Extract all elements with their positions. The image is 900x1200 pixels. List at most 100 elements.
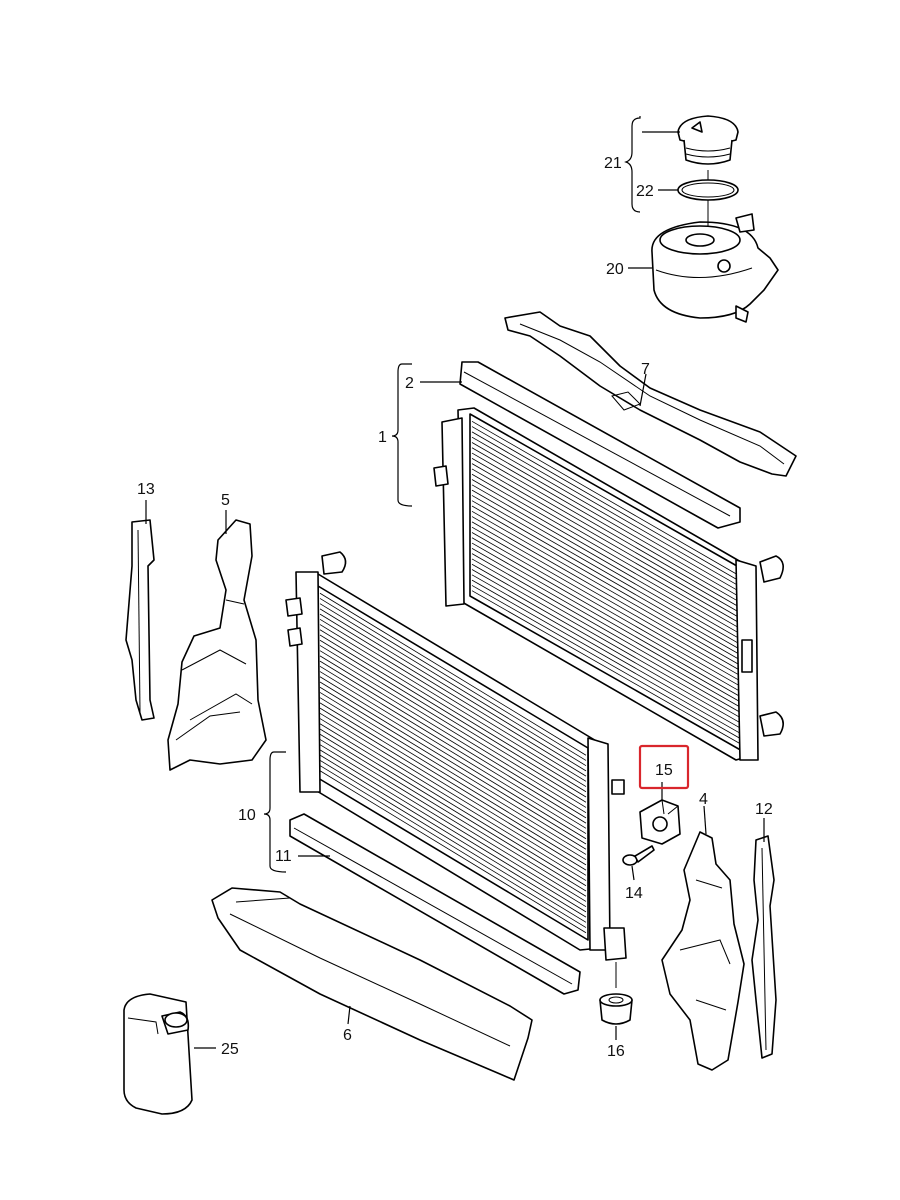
radiator-fin bbox=[471, 521, 743, 678]
radiator-fin bbox=[319, 629, 587, 793]
cap-seal-ring[interactable] bbox=[677, 179, 739, 201]
radiator-fin bbox=[471, 489, 743, 646]
seal-strip-top[interactable] bbox=[459, 361, 741, 529]
radiator-fin bbox=[319, 733, 587, 897]
radiator-fin bbox=[319, 608, 587, 772]
radiator-fin bbox=[471, 463, 743, 620]
air-guide-left[interactable] bbox=[167, 519, 267, 771]
radiator-fin bbox=[319, 744, 587, 908]
callout-25[interactable]: 25 bbox=[221, 1041, 239, 1058]
coolant-canister[interactable] bbox=[123, 993, 193, 1115]
radiator-fin bbox=[319, 634, 587, 798]
callout-10[interactable]: 10 bbox=[238, 807, 256, 824]
radiator-fin bbox=[319, 712, 587, 876]
radiator-fin bbox=[471, 452, 743, 609]
air-guide-lower[interactable] bbox=[211, 887, 533, 1081]
seal-strip-bottom[interactable] bbox=[289, 813, 581, 995]
callout-2[interactable]: 2 bbox=[405, 375, 414, 392]
radiator-fin bbox=[471, 585, 743, 740]
radiator-fin bbox=[319, 697, 587, 861]
callout-6[interactable]: 6 bbox=[343, 1027, 352, 1044]
callout-13[interactable]: 13 bbox=[137, 481, 155, 498]
callout-16[interactable]: 16 bbox=[607, 1043, 625, 1060]
side-seal-right[interactable] bbox=[751, 835, 777, 1059]
callout-4[interactable]: 4 bbox=[699, 791, 708, 808]
radiator-bracket[interactable] bbox=[639, 799, 681, 845]
radiator-fin bbox=[471, 431, 743, 589]
screw[interactable] bbox=[622, 845, 655, 866]
callout-11[interactable]: 11 bbox=[275, 848, 292, 865]
callout-20[interactable]: 20 bbox=[606, 261, 624, 278]
radiator-fin bbox=[471, 537, 743, 693]
radiator-fin bbox=[319, 655, 587, 819]
radiator-fin bbox=[471, 426, 743, 583]
callout-7[interactable]: 7 bbox=[641, 361, 650, 378]
radiator-fin bbox=[471, 558, 743, 714]
expansion-tank[interactable] bbox=[651, 213, 779, 323]
radiator-fin bbox=[471, 510, 743, 667]
radiator-fin bbox=[319, 707, 587, 871]
side-seal-left[interactable] bbox=[125, 519, 155, 721]
radiator-fin bbox=[319, 671, 587, 834]
radiator-fin bbox=[319, 702, 587, 866]
rubber-mount[interactable] bbox=[599, 962, 633, 1025]
callout-12[interactable]: 12 bbox=[755, 801, 773, 818]
radiator-fin bbox=[471, 447, 743, 604]
radiator-fin bbox=[319, 592, 587, 756]
radiator-fin bbox=[319, 598, 587, 761]
radiator-fin bbox=[471, 473, 743, 630]
radiator-fin bbox=[471, 548, 743, 704]
radiator-fin bbox=[319, 665, 587, 829]
radiator-fin bbox=[319, 650, 587, 814]
radiator-fin bbox=[319, 686, 587, 850]
radiator-fin bbox=[471, 436, 743, 594]
radiator-fin bbox=[471, 579, 743, 735]
radiator-rear-fins bbox=[471, 420, 743, 746]
radiator-fin bbox=[319, 692, 587, 855]
radiator-front[interactable] bbox=[285, 551, 627, 961]
expansion-tank-group bbox=[651, 115, 779, 323]
radiator-fin bbox=[471, 458, 743, 615]
radiator-fin bbox=[471, 553, 743, 709]
callout-1[interactable]: 1 bbox=[378, 429, 387, 446]
radiator-fin bbox=[319, 749, 587, 913]
radiator-front-fins bbox=[319, 592, 587, 934]
radiator-fin bbox=[471, 574, 743, 730]
radiator-fin bbox=[471, 590, 743, 746]
radiator-fin bbox=[471, 526, 743, 683]
radiator-fin bbox=[319, 739, 587, 902]
radiator-fin bbox=[319, 759, 587, 923]
air-guide-right[interactable] bbox=[661, 831, 745, 1071]
callout-5[interactable]: 5 bbox=[221, 492, 230, 509]
highlight-box bbox=[638, 744, 690, 790]
leader-lines bbox=[145, 116, 765, 1049]
radiator-fin bbox=[319, 723, 587, 887]
radiator-fin bbox=[471, 484, 743, 641]
radiator-fin bbox=[319, 754, 587, 918]
radiator-fin bbox=[319, 624, 587, 787]
radiator-fin bbox=[471, 516, 743, 672]
radiator-fin bbox=[471, 479, 743, 636]
callout-14[interactable]: 14 bbox=[625, 885, 643, 902]
radiator-fin bbox=[471, 442, 743, 599]
radiator-fin bbox=[471, 500, 743, 657]
callout-21[interactable]: 21 bbox=[604, 155, 622, 172]
callout-labels: 1 2 4 5 6 7 10 11 12 13 14 15 16 20 21 2… bbox=[137, 155, 773, 1060]
radiator-fin bbox=[319, 718, 587, 881]
radiator-fin bbox=[471, 563, 743, 719]
callout-22[interactable]: 22 bbox=[636, 183, 654, 200]
callout-15[interactable]: 15 bbox=[655, 762, 673, 779]
radiator-fin bbox=[471, 505, 743, 662]
radiator-fin bbox=[471, 468, 743, 625]
radiator-fin bbox=[319, 645, 587, 808]
radiator-fin bbox=[319, 681, 587, 845]
radiator-fin bbox=[471, 532, 743, 688]
radiator-fin bbox=[319, 613, 587, 777]
air-duct-upper[interactable] bbox=[504, 311, 797, 477]
radiator-fin bbox=[319, 676, 587, 840]
radiator-rear[interactable] bbox=[433, 407, 784, 761]
tank-cap[interactable] bbox=[677, 115, 739, 165]
radiator-fin bbox=[319, 660, 587, 824]
radiator-fin bbox=[319, 603, 587, 767]
